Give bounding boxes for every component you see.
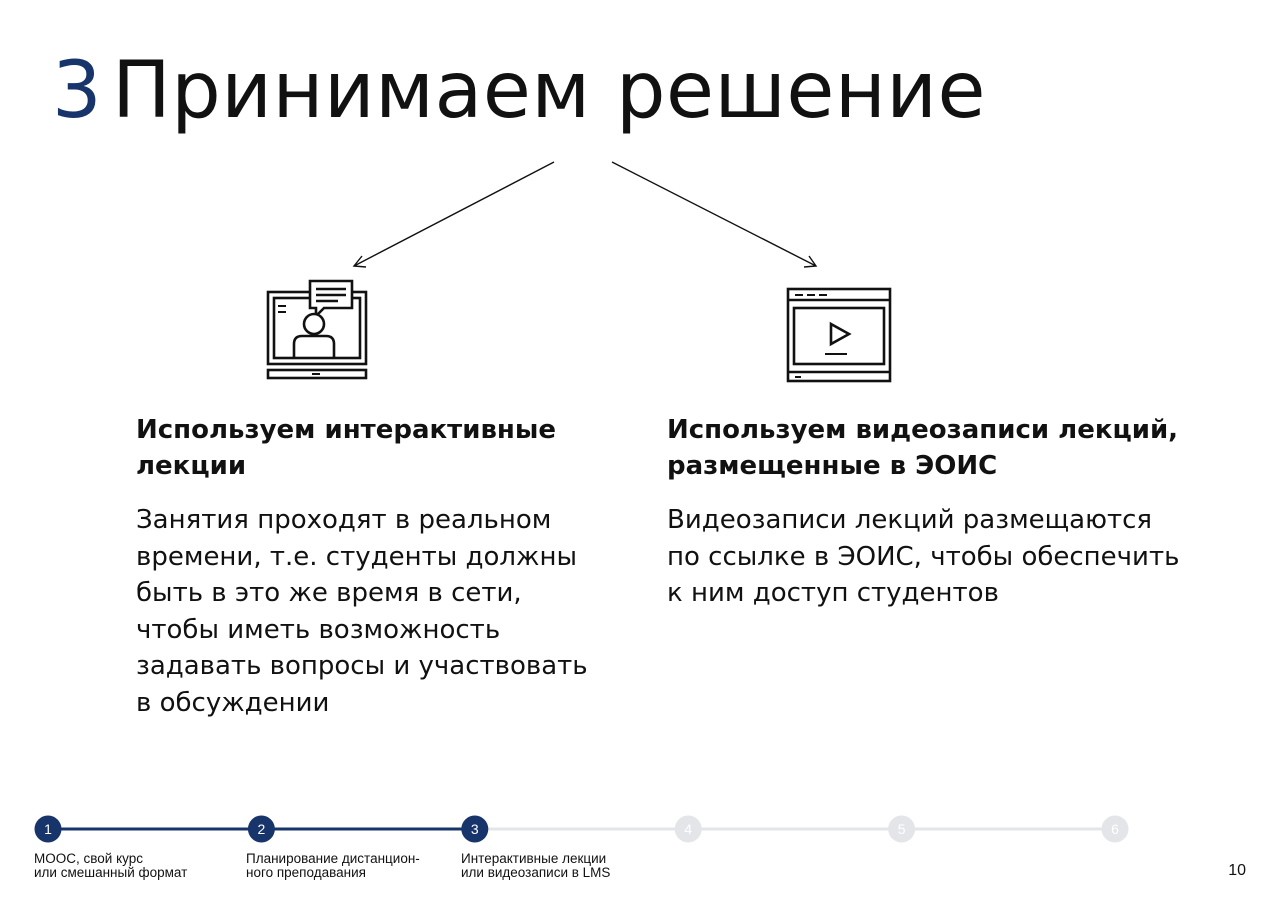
title-number: 3: [52, 46, 103, 136]
progress-step-number: 2: [258, 821, 266, 837]
progress-step-5: 5: [888, 815, 916, 843]
progress-step-1: 1: [34, 815, 62, 843]
option-heading: Используем интерактивные лекции: [136, 415, 557, 481]
progress-step-dot: [461, 815, 489, 843]
progress-step-number: 6: [1111, 821, 1119, 837]
progress-step-dot: [1101, 815, 1129, 843]
progress-step-dot: [247, 815, 275, 843]
progress-step-4: 4: [674, 815, 702, 843]
progress-step-number: 3: [471, 821, 479, 837]
progress-step-label-line: или смешанный формат: [34, 865, 188, 880]
progress-step-3: 3: [461, 815, 489, 843]
progress-step-label-line: Планирование дистанцион-: [246, 851, 420, 866]
option-heading: Используем видеозаписи лекций, размещенн…: [667, 415, 1179, 481]
progress-step-label-line: МООС, свой курс: [34, 851, 143, 866]
progress-step-dot: [34, 815, 62, 843]
progress-step-number: 4: [684, 821, 692, 837]
progress-step-label-line: или видеозаписи в LMS: [461, 865, 611, 880]
page-number: 10: [1228, 862, 1246, 879]
arrow-left: [352, 161, 555, 268]
progress-step-label-line: Интерактивные лекции: [461, 851, 607, 866]
progress-step-number: 5: [898, 821, 906, 837]
video-player-icon: [786, 287, 892, 383]
option-description: Занятия проходят в реальном времени, т.е…: [136, 505, 588, 718]
progress-step-6: 6: [1101, 815, 1129, 843]
progress-step-dot: [674, 815, 702, 843]
progress-step-2: 2: [247, 815, 275, 843]
progress-step-label-line: ного преподавания: [246, 865, 366, 880]
progress-step-label: Планирование дистанцион-ного преподавани…: [246, 852, 420, 880]
option-interactive-lectures: Используем интерактивные лекции Занятия …: [136, 412, 606, 722]
title-text: Принимаем решение: [112, 46, 986, 136]
option-video-recordings: Используем видеозаписи лекций, размещенн…: [667, 412, 1187, 612]
arrow-right: [611, 161, 818, 268]
progress-step-number: 1: [44, 821, 52, 837]
option-description: Видеозаписи лекций размещаются по ссылке…: [667, 505, 1180, 609]
interactive-lecture-icon: [266, 279, 368, 380]
progress-step-dot: [888, 815, 916, 843]
